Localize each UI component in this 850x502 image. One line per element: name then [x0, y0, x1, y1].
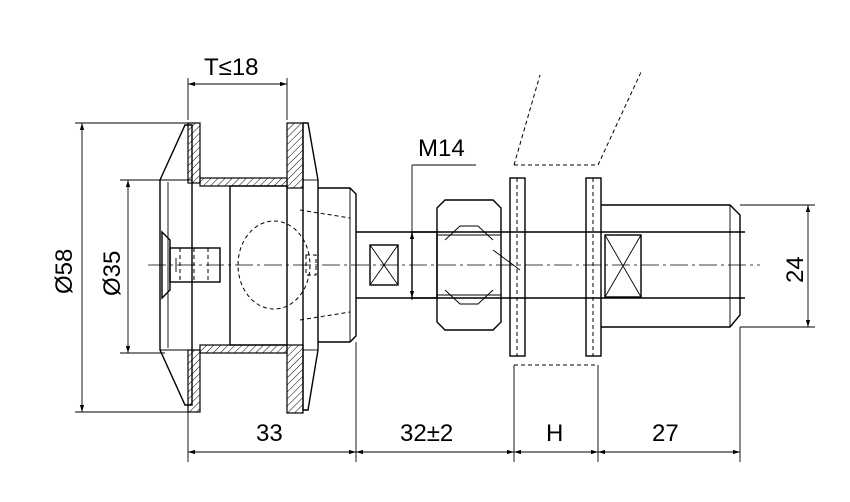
dim-thickness: [187, 78, 288, 120]
label-thickness: T≤18: [204, 54, 259, 81]
label-dia-inner: Ø35: [99, 251, 126, 296]
label-dia-outer: Ø58: [51, 249, 78, 294]
glass-plate-left: [187, 122, 201, 413]
dim-dia-inner: [120, 179, 165, 354]
right-flange: [302, 122, 319, 411]
label-len-4: 27: [652, 420, 679, 447]
label-thread: M14: [418, 135, 465, 162]
ball-joint: [237, 220, 317, 310]
label-len-3: H: [546, 420, 563, 447]
body-cylinder: [200, 185, 288, 346]
washer-plate-2: [585, 177, 602, 357]
countersunk-screw: [161, 230, 221, 300]
label-dia-right: 24: [782, 256, 809, 283]
dim-dia-right: [740, 204, 815, 328]
glass-plate-right: [286, 122, 304, 414]
glass-outline: [513, 69, 643, 366]
dim-bottom-chain: [187, 327, 741, 462]
sleeve-hatch: [199, 177, 288, 354]
washer-plate-1: [509, 177, 526, 357]
right-body: [601, 204, 741, 328]
label-len-1: 33: [256, 420, 283, 447]
wrench-flat-right: [604, 234, 642, 298]
threaded-boss: [299, 187, 357, 343]
dim-dia-outer: [75, 122, 188, 413]
wrench-flat-left: [369, 244, 399, 286]
dim-thread: [409, 164, 476, 300]
label-len-2: 32±2: [400, 420, 453, 447]
